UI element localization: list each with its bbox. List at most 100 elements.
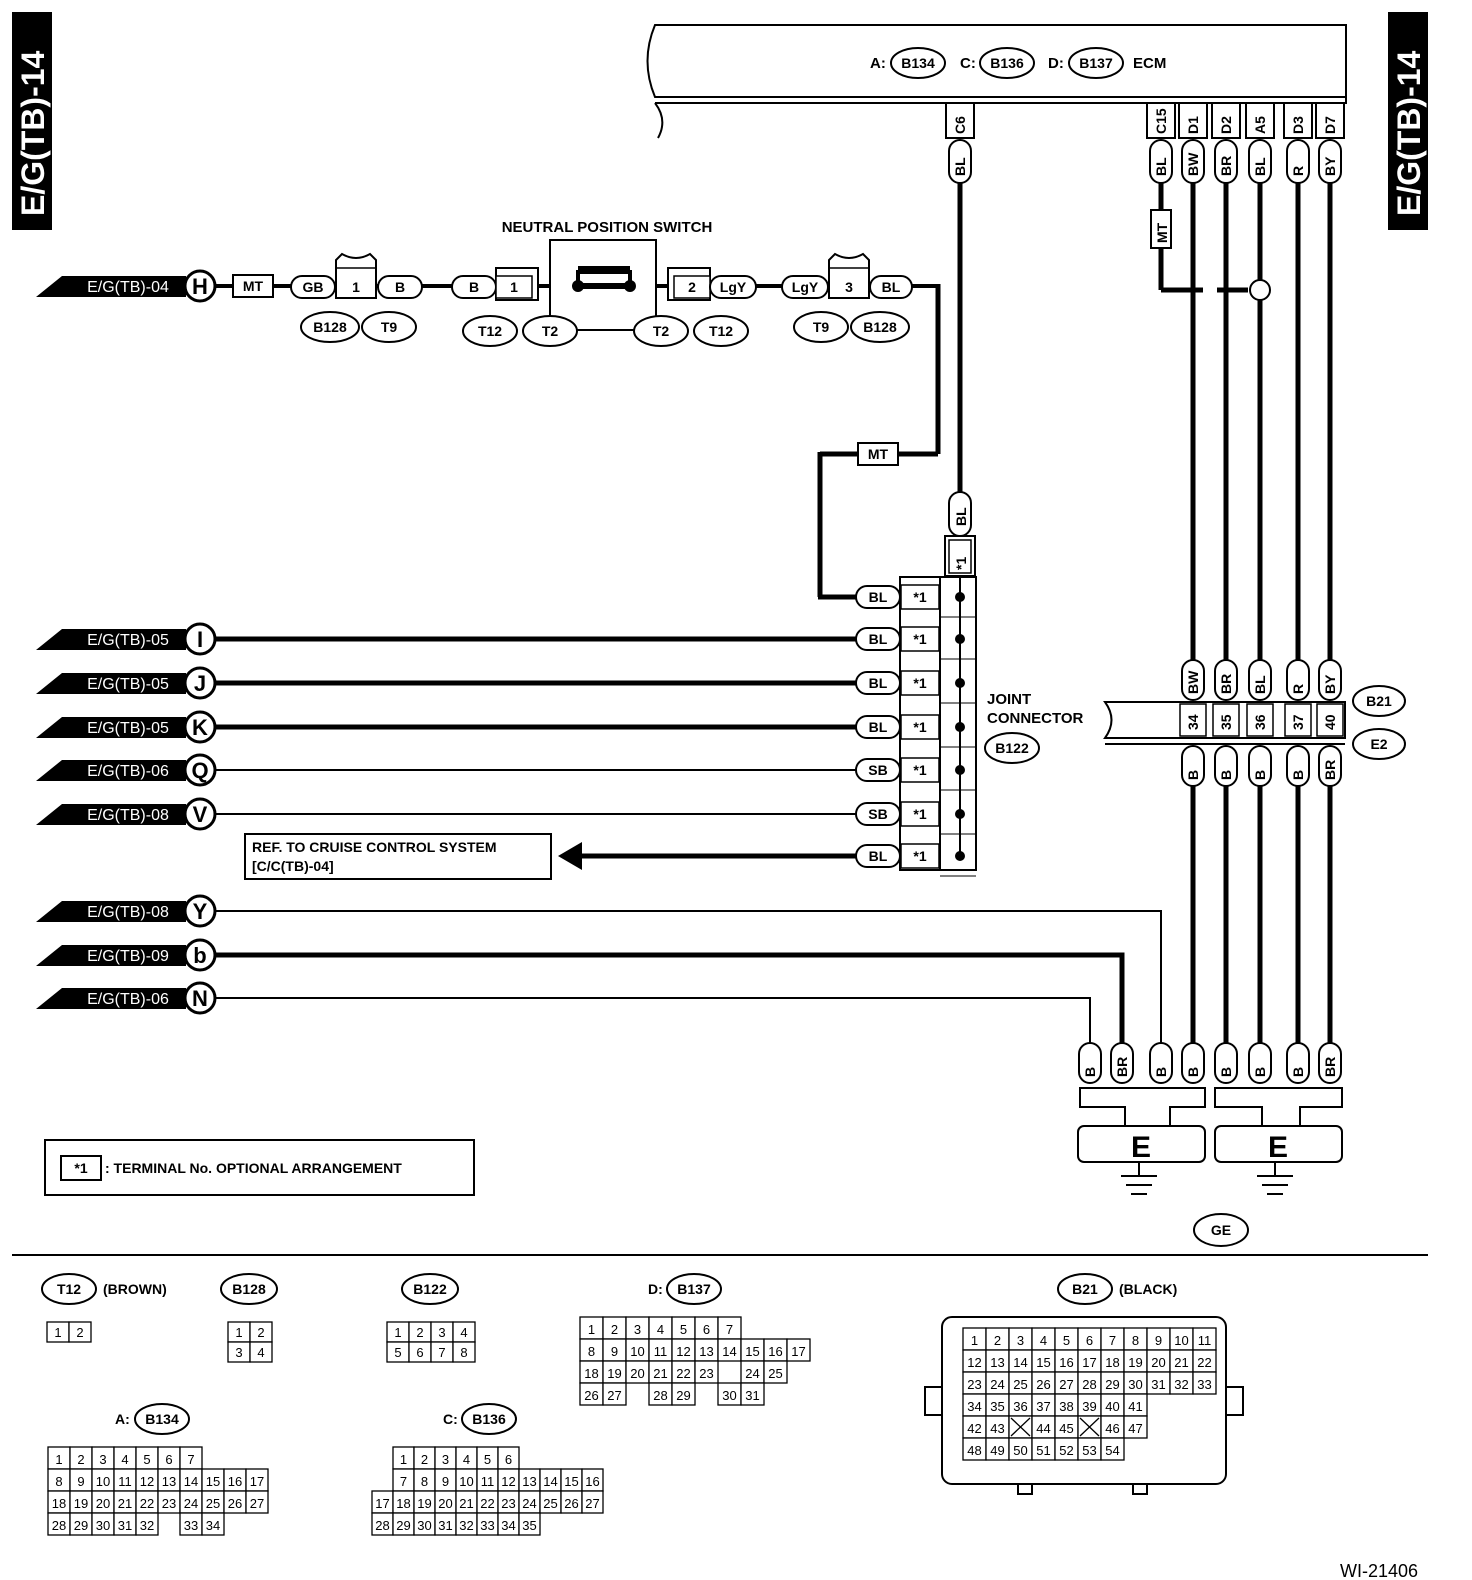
svg-text:3: 3: [1017, 1333, 1024, 1348]
svg-text:1: 1: [55, 1452, 62, 1467]
svg-text:14: 14: [1013, 1355, 1027, 1370]
svg-text:29: 29: [1105, 1377, 1119, 1392]
svg-text:15: 15: [745, 1344, 759, 1359]
svg-text:33: 33: [184, 1518, 198, 1533]
svg-text:35: 35: [990, 1399, 1004, 1414]
svg-text:1: 1: [400, 1452, 407, 1467]
svg-text:SB: SB: [868, 806, 887, 822]
svg-text:30: 30: [722, 1388, 736, 1403]
svg-text:18: 18: [584, 1366, 598, 1381]
terminal-t9-1: 1: [335, 252, 377, 299]
svg-text:5: 5: [143, 1452, 150, 1467]
terminal-t2-2: 2: [667, 267, 711, 301]
svg-text:E/G(TB)-06: E/G(TB)-06: [87, 991, 169, 1008]
svg-text:28: 28: [52, 1518, 66, 1533]
ground-pill: B: [1181, 1042, 1205, 1084]
svg-text:22: 22: [480, 1496, 494, 1511]
svg-text:3: 3: [845, 279, 853, 295]
svg-text:GB: GB: [303, 279, 324, 295]
svg-text:*1: *1: [913, 848, 926, 864]
svg-text:16: 16: [768, 1344, 782, 1359]
view-d137: D: B137: [648, 1273, 722, 1305]
svg-text:48: 48: [967, 1443, 981, 1458]
svg-text:28: 28: [375, 1518, 389, 1533]
svg-text:11: 11: [1198, 1333, 1212, 1348]
svg-text:42: 42: [967, 1421, 981, 1436]
svg-text:BL: BL: [1252, 675, 1268, 694]
svg-text:2: 2: [257, 1325, 264, 1340]
svg-text:B: B: [1185, 1067, 1201, 1077]
svg-text:1: 1: [588, 1322, 595, 1337]
svg-text:*1: *1: [913, 806, 926, 822]
svg-text:MT: MT: [868, 446, 889, 462]
cruise-ref-line1: REF. TO CRUISE CONTROL SYSTEM: [252, 839, 497, 855]
svg-text:40: 40: [1105, 1399, 1119, 1414]
svg-text:10: 10: [96, 1474, 110, 1489]
svg-text:29: 29: [676, 1388, 690, 1403]
conn-id-b128-left: B128: [300, 311, 360, 343]
svg-text:T12: T12: [57, 1281, 81, 1297]
pill-b-1: B: [377, 275, 423, 299]
joint-connector-label-2: CONNECTOR: [987, 710, 1084, 727]
svg-text:17: 17: [250, 1474, 264, 1489]
svg-text:BL: BL: [1153, 157, 1169, 176]
svg-text:B136: B136: [472, 1411, 506, 1427]
joint-rows: BL*1BL*1BL*1BL*1SB*1SB*1BL*1: [855, 584, 976, 877]
svg-text:V: V: [193, 802, 208, 827]
svg-text:1: 1: [352, 279, 360, 295]
svg-text:T12: T12: [478, 323, 502, 339]
svg-text:8: 8: [421, 1474, 428, 1489]
svg-text:LgY: LgY: [720, 279, 747, 295]
svg-text:36: 36: [1013, 1399, 1027, 1414]
svg-text:*1: *1: [913, 631, 926, 647]
svg-text:12: 12: [676, 1344, 690, 1359]
svg-text:9: 9: [77, 1474, 84, 1489]
svg-text:33: 33: [1197, 1377, 1211, 1392]
svg-text:7: 7: [438, 1345, 445, 1360]
svg-text:43: 43: [990, 1421, 1004, 1436]
svg-text:11: 11: [118, 1474, 132, 1489]
page-tag-left: E/G(TB)-14: [12, 12, 52, 230]
legend: *1 : TERMINAL No. OPTIONAL ARRANGEMENT: [44, 1139, 475, 1196]
svg-text:18: 18: [396, 1496, 410, 1511]
conn-id-t9-left: T9: [361, 311, 417, 343]
svg-text:54: 54: [1105, 1443, 1119, 1458]
svg-text:21: 21: [118, 1496, 132, 1511]
ground-pill: B: [1286, 1042, 1310, 1084]
svg-text:2: 2: [76, 1325, 83, 1340]
svg-text:LgY: LgY: [792, 279, 819, 295]
svg-text:37: 37: [1290, 714, 1306, 730]
svg-text:E2: E2: [1370, 736, 1387, 752]
svg-text:50: 50: [1013, 1443, 1027, 1458]
svg-text:B128: B128: [232, 1281, 266, 1297]
ecm-conn-a: B134: [890, 47, 946, 79]
page-tag-right: E/G(TB)-14: [1388, 12, 1428, 230]
svg-text:38: 38: [1059, 1399, 1073, 1414]
svg-text:32: 32: [1174, 1377, 1188, 1392]
svg-text:*1: *1: [913, 719, 926, 735]
page-tag-left-text: E/G(TB)-14: [15, 50, 51, 216]
svg-text:4: 4: [463, 1452, 470, 1467]
svg-text:8: 8: [460, 1345, 467, 1360]
svg-text:32: 32: [140, 1518, 154, 1533]
svg-text:4: 4: [257, 1345, 264, 1360]
ground-pill: B: [1078, 1042, 1102, 1084]
svg-text:44: 44: [1036, 1421, 1050, 1436]
cruise-control-ref: REF. TO CRUISE CONTROL SYSTEM [C/C(TB)-0…: [244, 833, 582, 880]
svg-text:B: B: [469, 279, 479, 295]
pill-b-2: B: [451, 275, 497, 299]
pill-bl-nps: BL: [869, 275, 913, 299]
